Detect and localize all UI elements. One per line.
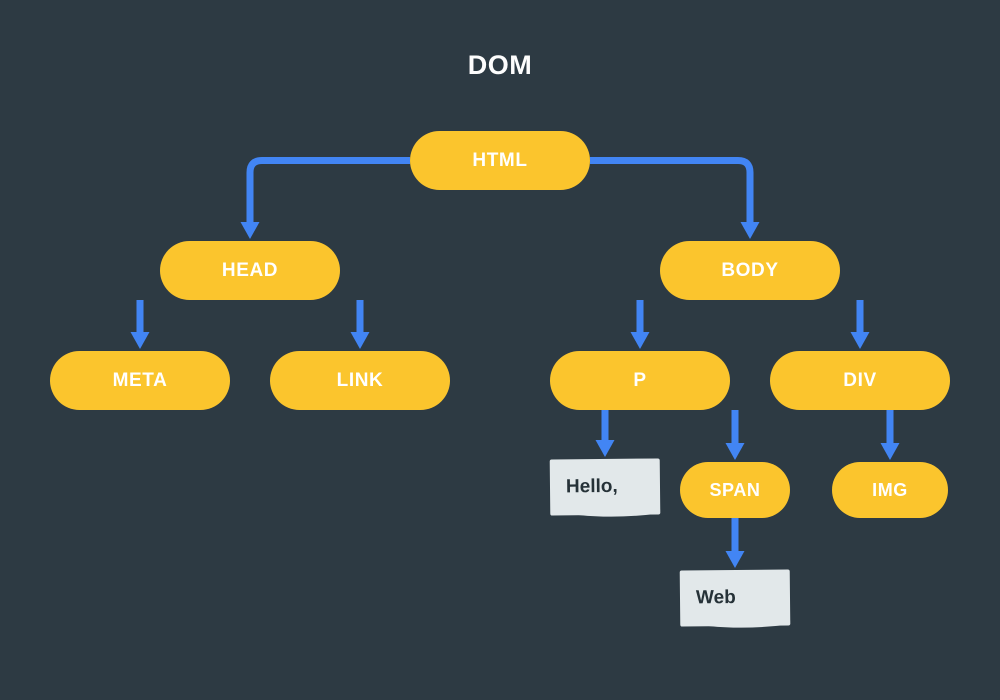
connector-div-to-img-arrowhead bbox=[880, 443, 900, 460]
connector-body-to-div-arrowhead bbox=[850, 332, 870, 349]
page-title: DOM bbox=[467, 50, 533, 80]
connector-html-to-head-arrowhead bbox=[240, 222, 260, 239]
node-label: DIV bbox=[843, 369, 877, 391]
connector-html-to-body bbox=[590, 157, 754, 225]
node-head[interactable]: HEAD bbox=[160, 241, 340, 300]
node-hello[interactable]: Hello, bbox=[549, 458, 661, 517]
connector-span-to-web-arrowhead bbox=[725, 551, 745, 568]
node-label: IMG bbox=[872, 479, 908, 500]
note-curl-decoration bbox=[550, 509, 661, 522]
connector-html-to-body-arrowhead bbox=[740, 222, 760, 239]
node-html[interactable]: HTML bbox=[410, 131, 590, 190]
node-div[interactable]: DIV bbox=[770, 351, 950, 410]
node-body[interactable]: BODY bbox=[660, 241, 840, 300]
node-span[interactable]: SPAN bbox=[680, 462, 790, 518]
node-label: HTML bbox=[472, 149, 528, 171]
node-web[interactable]: Web bbox=[679, 569, 791, 628]
note-curl-decoration bbox=[680, 620, 791, 633]
node-meta[interactable]: META bbox=[50, 351, 230, 410]
connector-head-to-meta-arrowhead bbox=[130, 332, 150, 349]
connector-p-to-hello-arrowhead bbox=[595, 440, 615, 457]
node-link[interactable]: LINK bbox=[270, 351, 450, 410]
connector-body-to-p-arrowhead bbox=[630, 332, 650, 349]
node-label: P bbox=[633, 369, 647, 391]
node-p[interactable]: P bbox=[550, 351, 730, 410]
connector-head-to-link-arrowhead bbox=[350, 332, 370, 349]
connector-p-to-span-arrowhead bbox=[725, 443, 745, 460]
node-img[interactable]: IMG bbox=[832, 462, 948, 518]
node-label: SPAN bbox=[709, 479, 761, 500]
node-label: Hello, bbox=[565, 475, 618, 498]
node-label: LINK bbox=[336, 369, 384, 391]
node-label: BODY bbox=[721, 259, 779, 281]
node-label: Web bbox=[695, 586, 736, 609]
node-label: HEAD bbox=[221, 259, 279, 281]
node-label: META bbox=[112, 369, 168, 391]
connector-html-to-head bbox=[246, 157, 410, 225]
